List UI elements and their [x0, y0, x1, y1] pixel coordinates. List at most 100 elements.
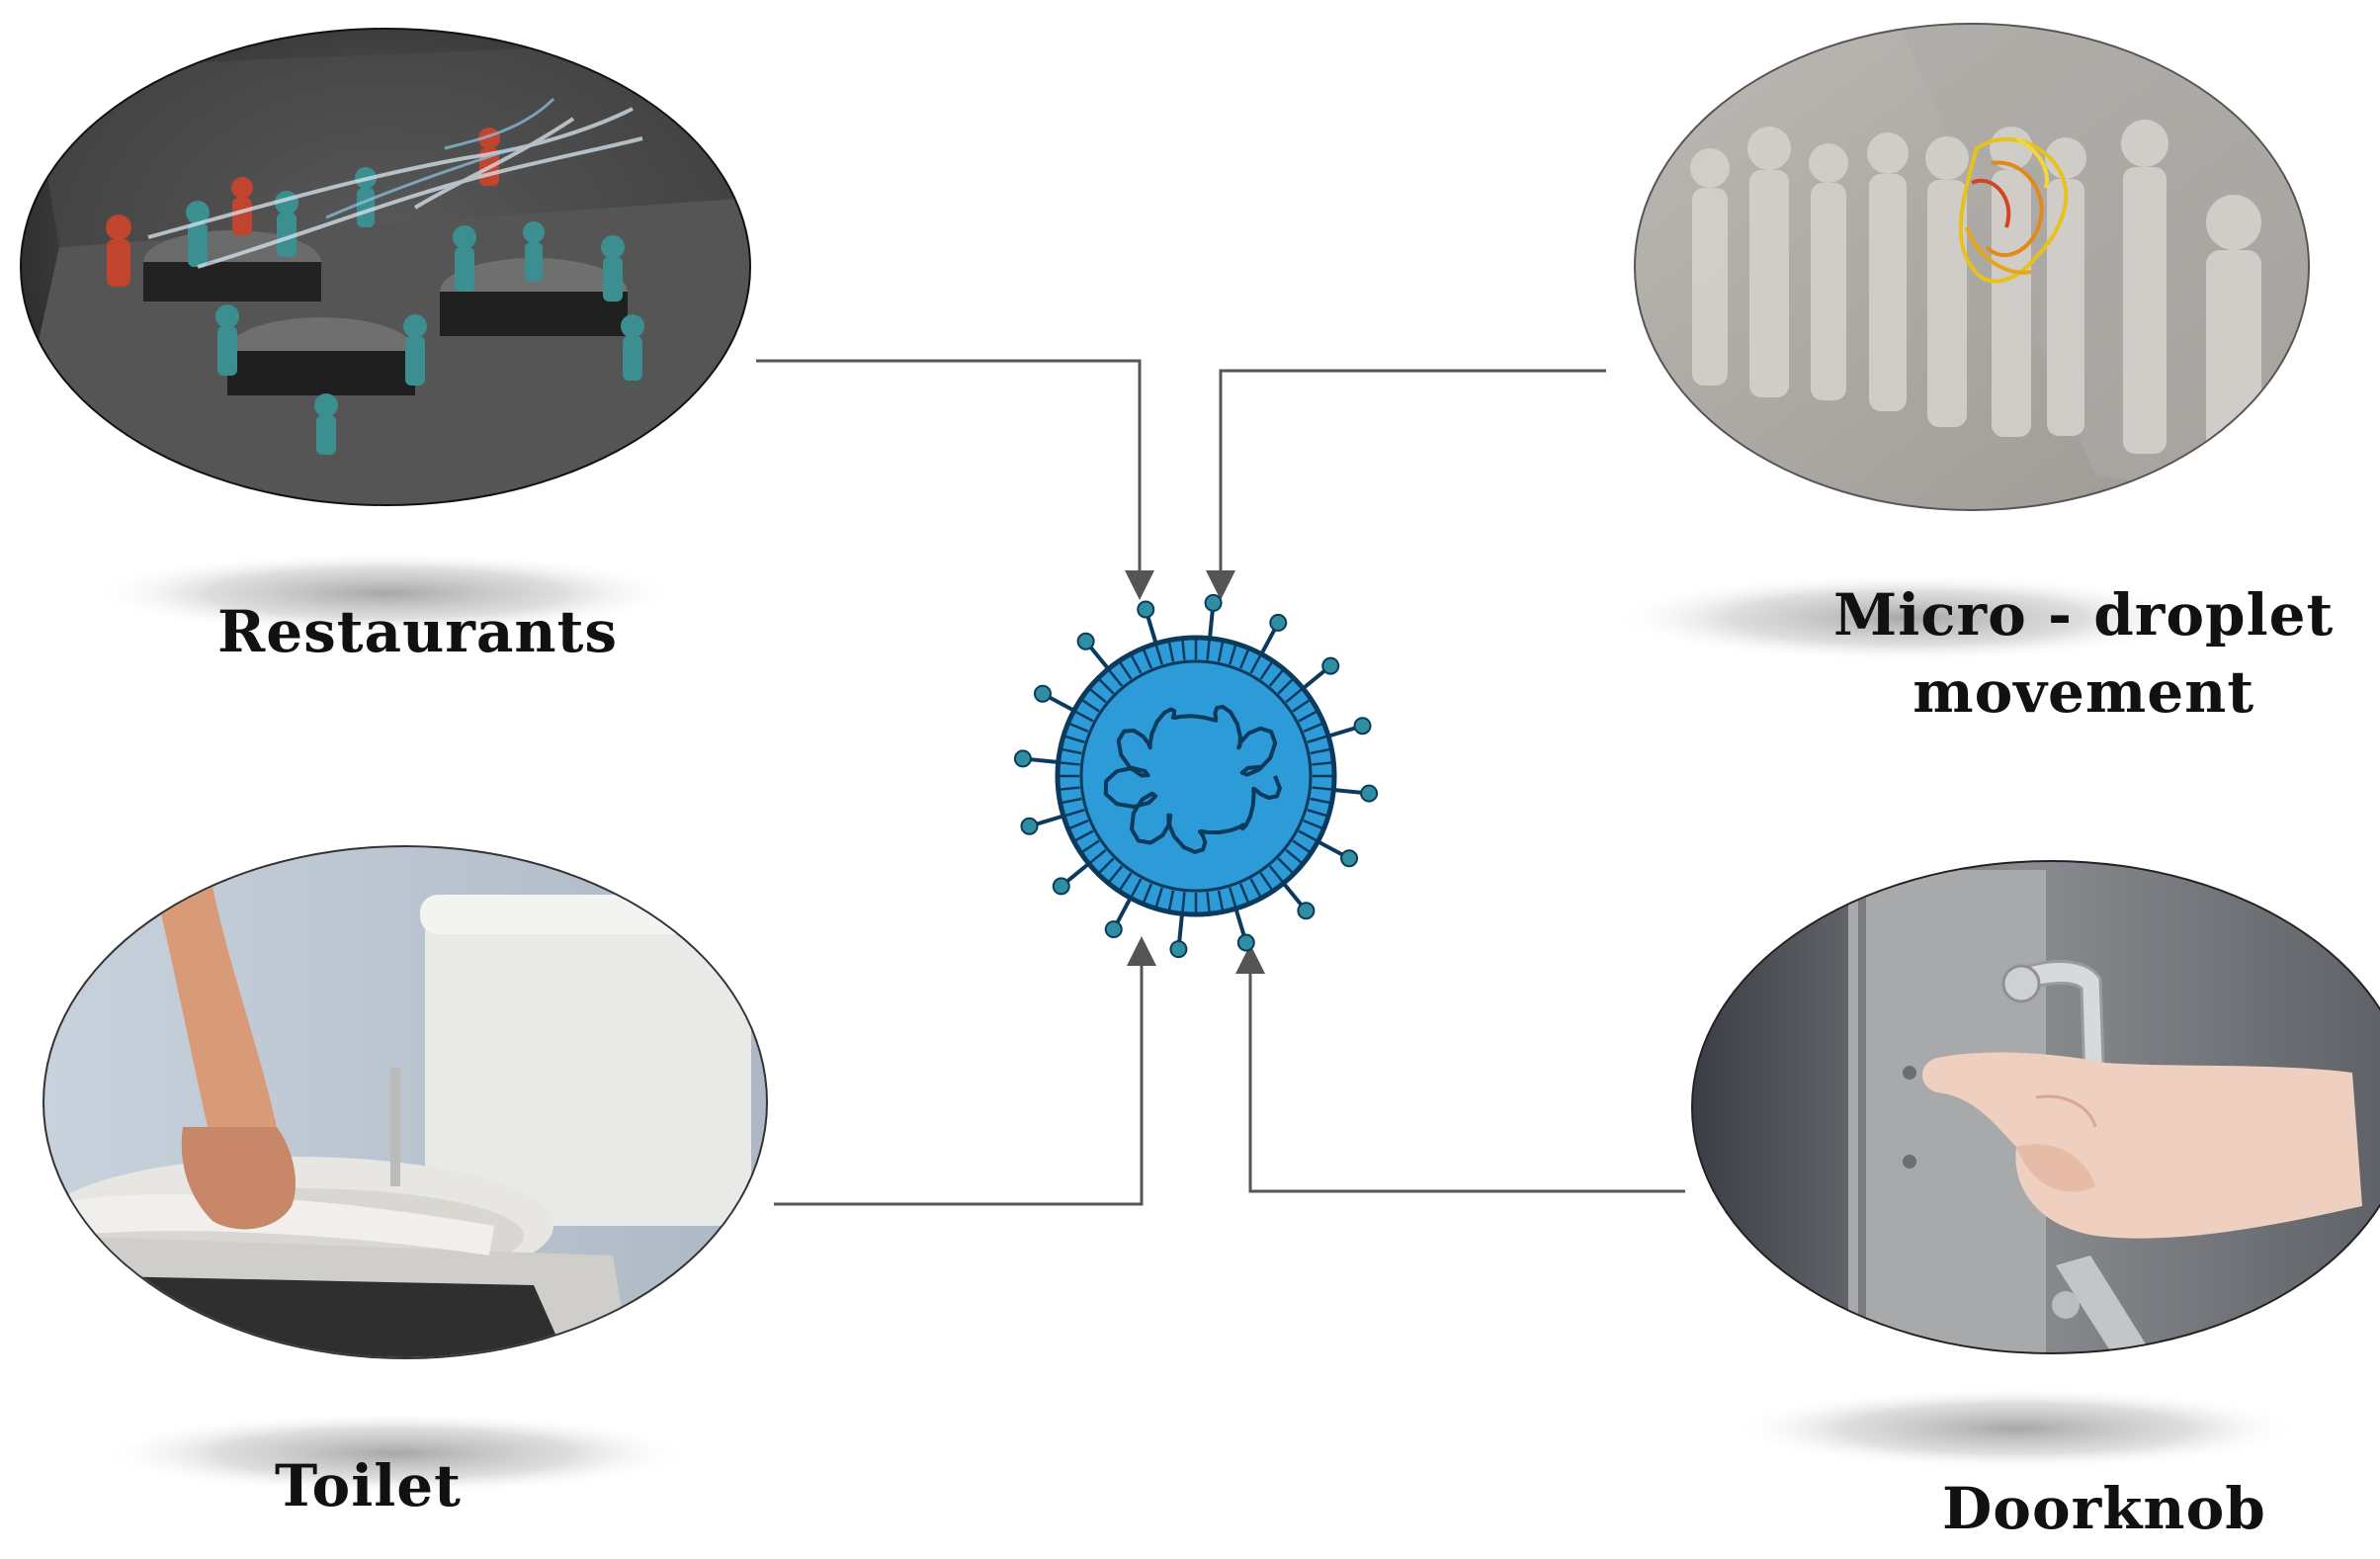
virus-membrane-tick [1292, 839, 1313, 854]
virus-membrane-tick [1062, 809, 1085, 818]
virus-membrane-tick [1118, 659, 1133, 680]
virus-spike-tip [1297, 902, 1316, 920]
virus-spike-tip [1204, 593, 1223, 612]
virus-spike-tip [1269, 613, 1288, 632]
virus-membrane-tick [1277, 857, 1295, 875]
arrow-restaurants-to-virus [756, 359, 1154, 600]
virus-membrane-tick [1167, 890, 1175, 912]
virus-membrane-tick [1217, 640, 1225, 662]
virus-membrane-tick [1087, 687, 1107, 704]
virus-membrane-tick [1129, 652, 1143, 674]
virus-spike-tip [1013, 749, 1032, 768]
doorknob-shadow [1730, 1387, 2303, 1470]
virus-membrane-tick [1239, 883, 1250, 905]
restaurants-label: Restaurants [217, 598, 619, 665]
virus-membrane-tick [1097, 857, 1115, 875]
virus-membrane-tick [1307, 809, 1329, 818]
virus-membrane-tick [1181, 638, 1186, 660]
virus-membrane-tick [1067, 820, 1089, 830]
doorknob-image [1691, 860, 2380, 1354]
virus-membrane-tick [1312, 786, 1334, 791]
virus-membrane-tick [1285, 687, 1305, 704]
virus-membrane-tick [1298, 709, 1319, 723]
virus-spike-tip [1360, 784, 1379, 803]
virus-membrane-tick [1259, 872, 1274, 893]
virus-membrane-tick [1072, 709, 1094, 723]
doorknob-label: Doorknob [1942, 1475, 2266, 1542]
virus-membrane-tick [1142, 883, 1152, 905]
arrow-toilet-to-virus [774, 936, 1156, 1206]
virus-membrane-tick [1249, 878, 1263, 900]
virus-spike-tip [1169, 940, 1188, 959]
virus-membrane-tick [1079, 839, 1100, 854]
arrow-micro-droplet-to-virus [1206, 369, 1606, 600]
virus-membrane-tick [1067, 722, 1089, 733]
micro-droplet-shadow [1611, 573, 2204, 662]
virus-membrane-tick [1118, 872, 1133, 893]
virus-spike-tip [1340, 849, 1359, 868]
virus-spike-tip [1353, 717, 1372, 736]
connector-arrows [756, 359, 1685, 1206]
virus-membrane-tick [1229, 643, 1237, 665]
virus-membrane-tick [1249, 652, 1263, 674]
virus-membrane-tick [1217, 890, 1225, 912]
restaurants-image [20, 28, 751, 506]
toilet-label: Toilet [275, 1452, 462, 1519]
virus-membrane-tick [1206, 892, 1211, 914]
virus-membrane-tick [1268, 865, 1285, 885]
virus-icon [1013, 593, 1379, 959]
virus-membrane-tick [1072, 829, 1094, 843]
virus-membrane-tick [1292, 698, 1313, 713]
virus-spike-tip [1033, 684, 1052, 703]
virus-membrane-tick [1307, 735, 1329, 743]
virus-membrane-tick [1142, 648, 1152, 669]
virus-rna [1103, 704, 1282, 854]
virus-membrane-tick [1079, 698, 1100, 713]
micro-droplet-label-line1: Micro - droplet [1833, 581, 2335, 649]
virus-membrane-tick [1229, 887, 1237, 909]
virus-membrane-tick [1087, 848, 1107, 865]
toilet-shadow [99, 1412, 692, 1495]
virus-membrane-tick [1167, 640, 1175, 662]
virus-spike-tip [1076, 632, 1095, 650]
micro-droplet-image [1634, 23, 2310, 511]
virus-membrane-tick [1107, 667, 1124, 687]
virus-membrane-tick [1303, 722, 1324, 733]
virus-spike-tip [1052, 877, 1070, 896]
micro-droplet-label-line2: movement [1912, 658, 2255, 727]
virus-membrane-tick [1259, 659, 1274, 680]
virus-membrane-tick [1285, 848, 1305, 865]
virus-membrane-tick [1107, 865, 1124, 885]
shadows [89, 552, 2303, 1495]
virus-membrane-tick [1154, 887, 1163, 909]
arrow-doorknob-to-virus [1235, 944, 1685, 1193]
virus-membrane-tick [1239, 648, 1250, 669]
virus-membrane-tick [1058, 761, 1080, 766]
virus-membrane-tick [1298, 829, 1319, 843]
virus-membrane-tick [1310, 747, 1332, 755]
virus-membrane-tick [1310, 797, 1332, 805]
virus-membrane-tick [1206, 638, 1211, 660]
virus-membrane-tick [1058, 786, 1080, 791]
toilet-image [42, 845, 768, 1359]
virus-membrane-tick [1312, 761, 1334, 766]
virus-membrane-tick [1154, 643, 1163, 665]
virus-membrane-tick [1060, 797, 1082, 805]
virus-membrane-tick [1303, 820, 1324, 830]
virus-inner-membrane [1079, 659, 1313, 893]
micro-droplet-label: Micro - droplet movement [1833, 576, 2334, 732]
virus-membrane-tick [1060, 747, 1082, 755]
virus-membrane-tick [1181, 892, 1186, 914]
virus-membrane-tick [1268, 667, 1285, 687]
virus-spike-tip [1236, 933, 1255, 952]
restaurants-shadow [89, 552, 682, 635]
virus-membrane-tick [1129, 878, 1143, 900]
virus-spike-tip [1321, 656, 1340, 675]
virus-spike-tip [1137, 600, 1155, 619]
virus-membrane-tick [1062, 735, 1085, 743]
virus-membrane-tick [1097, 677, 1115, 695]
virus-spike-tip [1104, 920, 1123, 939]
virus-membrane-tick [1277, 677, 1295, 695]
virus-spike-tip [1020, 817, 1039, 835]
